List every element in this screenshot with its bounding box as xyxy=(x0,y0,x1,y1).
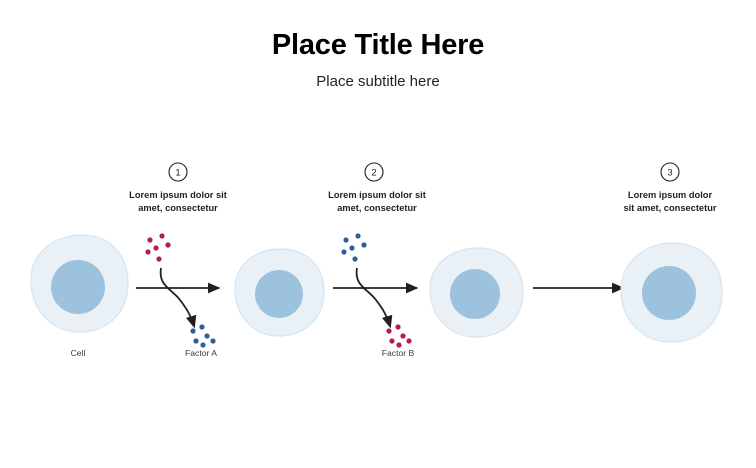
cell-2 xyxy=(234,248,325,337)
factor-a-curved-arrow xyxy=(159,267,197,329)
cell-nucleus xyxy=(255,270,303,318)
step-number: 2 xyxy=(371,168,376,179)
factor-b-input-dots xyxy=(341,233,367,262)
step-3-label-line2: sit amet, consectetur xyxy=(623,203,716,213)
step-number: 1 xyxy=(175,168,180,179)
caption-factor-a: Factor A xyxy=(185,348,217,358)
cell-nucleus xyxy=(51,260,105,314)
caption-cell: Cell xyxy=(71,348,86,358)
page-subtitle: Place subtitle here xyxy=(316,72,440,90)
step-2-label-line1: Lorem ipsum dolor sit xyxy=(328,190,426,200)
factor-a-output-dots xyxy=(190,324,216,348)
factor-b-output-dots xyxy=(386,324,412,348)
step-1-marker: 1 xyxy=(168,162,188,182)
step-circle-icon xyxy=(364,162,384,182)
caption-factor-b: Factor B xyxy=(382,348,415,358)
page-title: Place Title Here xyxy=(271,29,485,61)
factor-b-curved-arrow xyxy=(355,267,393,329)
cell-1 xyxy=(30,234,129,333)
page-header: Place Title Here Place subtitle here xyxy=(0,0,756,90)
step-circle-icon xyxy=(168,162,188,182)
cell-3 xyxy=(429,247,524,338)
factor-a-input-dots xyxy=(145,233,171,262)
cell-nucleus xyxy=(450,269,500,319)
step-number: 3 xyxy=(667,168,672,179)
step-2-label-line2: amet, consectetur xyxy=(337,203,417,213)
cell-4 xyxy=(620,242,723,343)
step-1-label-line1: Lorem ipsum dolor sit xyxy=(129,190,227,200)
cell-nucleus xyxy=(642,266,696,320)
step-1-label-line2: amet, consectetur xyxy=(138,203,218,213)
step-3-label-line1: Lorem ipsum dolor xyxy=(628,190,713,200)
step-2-marker: 2 xyxy=(364,162,384,182)
step-3-marker: 3 xyxy=(660,162,680,182)
step-circle-icon xyxy=(660,162,680,182)
